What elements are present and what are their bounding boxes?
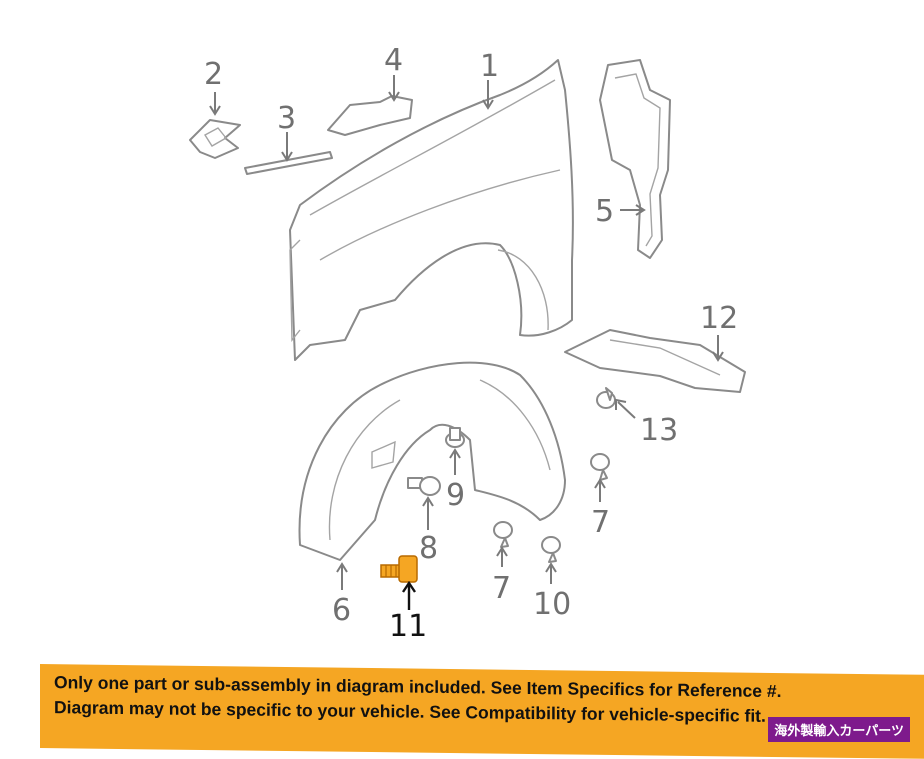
part-4-bracket	[327, 95, 413, 136]
part-3-rod	[244, 151, 333, 175]
disclaimer-line-2: Diagram may not be specific to your vehi…	[54, 697, 766, 726]
callout-7-right: 7	[591, 505, 610, 540]
leader-arrows	[209, 75, 724, 610]
fastener-13	[596, 387, 616, 409]
fastener-10	[541, 536, 561, 563]
part-5-seal	[599, 59, 671, 259]
part-2-clip	[189, 119, 241, 159]
fastener-7a	[590, 453, 610, 481]
callout-8: 8	[419, 531, 438, 566]
callout-10: 10	[533, 587, 571, 622]
part-11-bolt-highlighted	[380, 555, 418, 583]
part-1-fender	[289, 59, 574, 361]
callout-4: 4	[384, 43, 403, 78]
callout-7-lower: 7	[492, 571, 511, 606]
callout-12: 12	[700, 301, 738, 336]
callout-6: 6	[332, 593, 351, 628]
disclaimer-banner: Only one part or sub-assembly in diagram…	[40, 664, 924, 759]
parts-diagram: 2 3 4 1 5 12 13 9 8 7 7 10 6 11	[189, 43, 746, 644]
callout-1: 1	[480, 49, 499, 84]
fastener-8	[407, 476, 441, 496]
callout-13: 13	[640, 413, 678, 448]
fastener-7b	[493, 521, 513, 548]
shop-badge: 海外製輸入カーパーツ	[768, 717, 910, 742]
callout-3: 3	[277, 101, 296, 136]
part-12-shield	[564, 329, 746, 393]
part-6-wheelhouse-liner	[298, 361, 566, 561]
callout-9: 9	[446, 478, 465, 513]
callout-11: 11	[389, 609, 427, 644]
fastener-9	[445, 427, 465, 448]
callout-5: 5	[595, 194, 614, 229]
callout-2: 2	[204, 57, 223, 92]
